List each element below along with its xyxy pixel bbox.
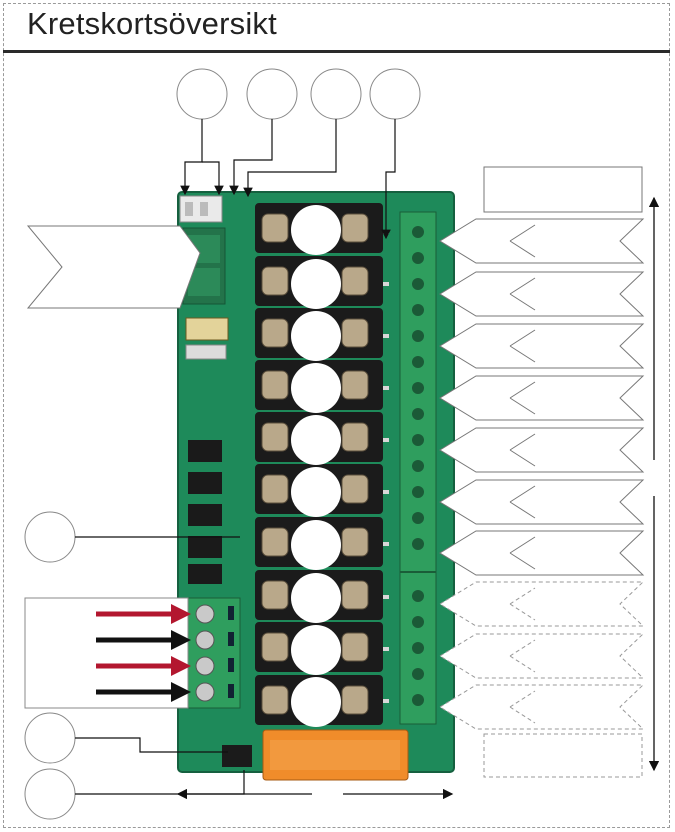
label-box-bottom: [484, 734, 642, 777]
crystal-component: [186, 318, 228, 340]
label-box-top: [484, 167, 642, 212]
output-label-arrows: [440, 219, 643, 575]
callout-circles-top: [177, 69, 420, 119]
input-label-arrow: [28, 226, 200, 308]
jumper: [222, 745, 252, 767]
output-label-arrows-dashed: [440, 582, 643, 729]
